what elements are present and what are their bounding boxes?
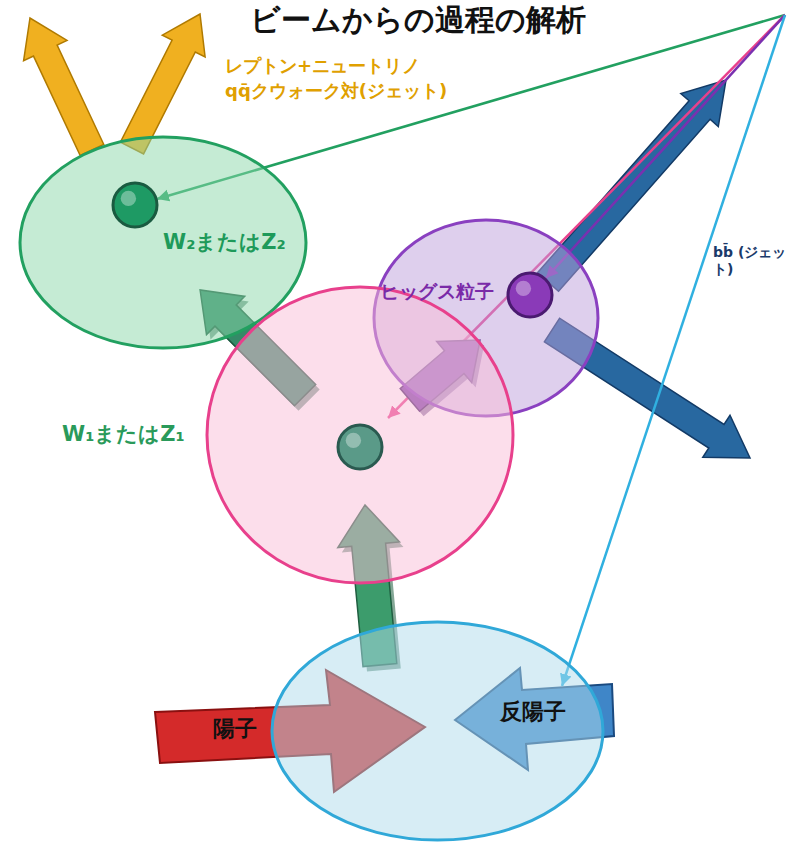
particle-sphere	[338, 425, 382, 469]
decay-arrow	[120, 14, 205, 154]
particle-label: 反陽子	[500, 699, 566, 725]
diagram-title: ビームからの過程の解析	[250, 2, 586, 38]
leader-line	[562, 15, 785, 686]
particle-label: ヒッグス粒子	[380, 280, 494, 303]
ellipse-shape	[272, 622, 603, 840]
particle-label: W₂またはZ₂	[163, 230, 286, 255]
leader-line	[546, 15, 785, 278]
ellipse-outline	[270, 620, 605, 842]
particle-label: W₁またはZ₁	[62, 422, 185, 447]
product-label: qq̄クウォーク対(ジェット)	[225, 80, 447, 102]
sphere-highlight	[516, 281, 531, 296]
region-ellipse: W₁またはZ₁	[205, 285, 515, 585]
product-label: レプトン+ニュートリノ	[225, 55, 420, 77]
decay-arrow	[24, 18, 104, 156]
ellipse-outline	[205, 285, 515, 585]
ellipse-shape	[20, 137, 306, 348]
particle-sphere	[508, 273, 552, 317]
region-ellipse: 陽子反陽子	[270, 620, 605, 842]
ellipse-shape	[207, 287, 513, 583]
particle-label: 陽子	[213, 716, 257, 742]
particle-sphere	[113, 183, 157, 227]
sphere-highlight	[346, 433, 361, 448]
sphere-highlight	[121, 191, 136, 206]
product-label: bb̄ (ジェット)	[713, 244, 787, 278]
